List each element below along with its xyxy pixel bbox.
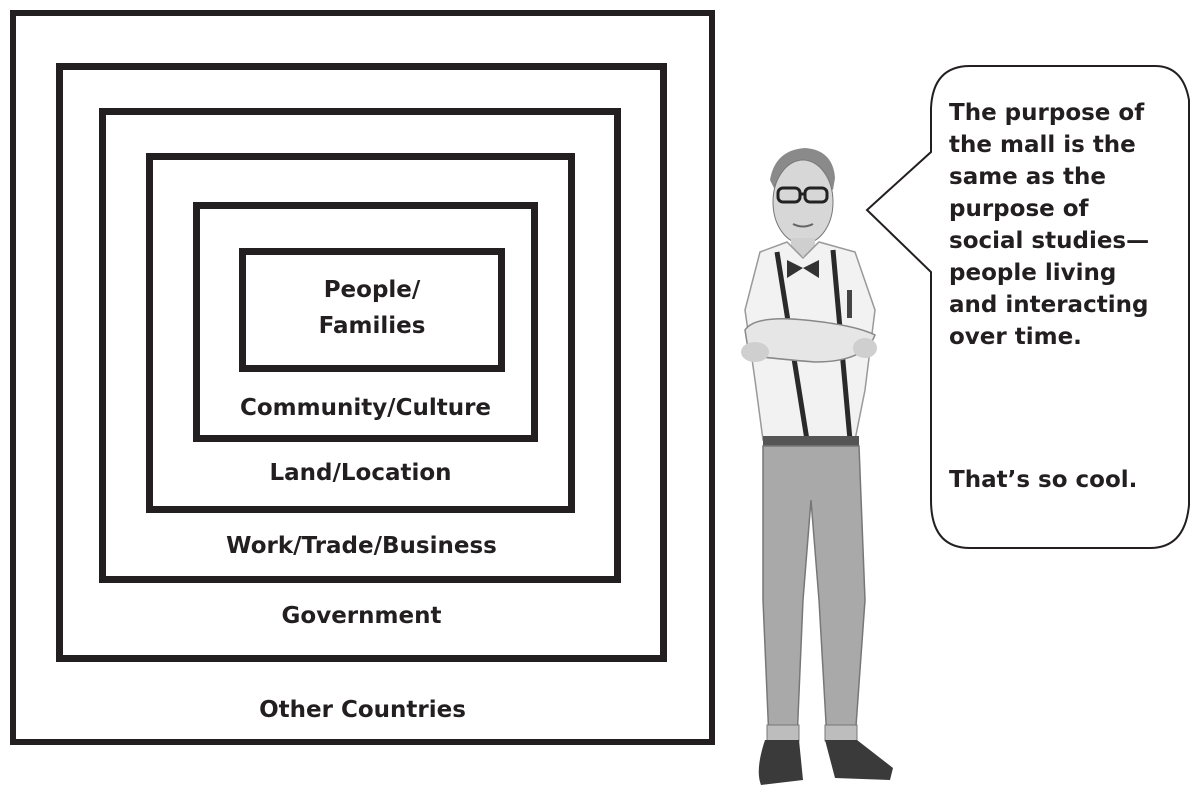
land-location-label: Land/Location bbox=[269, 460, 452, 486]
work-trade-business-box bbox=[99, 108, 621, 583]
work-trade-business-label: Work/Trade/Business bbox=[226, 533, 497, 559]
other-countries-box bbox=[10, 10, 715, 745]
people-families-label: People/ Families bbox=[318, 277, 426, 339]
government-label: Government bbox=[281, 603, 442, 629]
government-box bbox=[56, 63, 667, 662]
community-culture-box bbox=[193, 202, 538, 442]
speech-bubble-reaction-text: That’s so cool. bbox=[949, 467, 1138, 493]
community-culture-label: Community/Culture bbox=[239, 395, 492, 421]
speech-bubble-main-text: The purpose of the mall is the same as t… bbox=[949, 100, 1150, 350]
land-location-box bbox=[146, 153, 575, 513]
other-countries-label: Other Countries bbox=[259, 697, 466, 723]
speech-bubble bbox=[865, 65, 1190, 549]
man-figure-illustration bbox=[741, 148, 893, 785]
people-families-box bbox=[239, 248, 505, 372]
